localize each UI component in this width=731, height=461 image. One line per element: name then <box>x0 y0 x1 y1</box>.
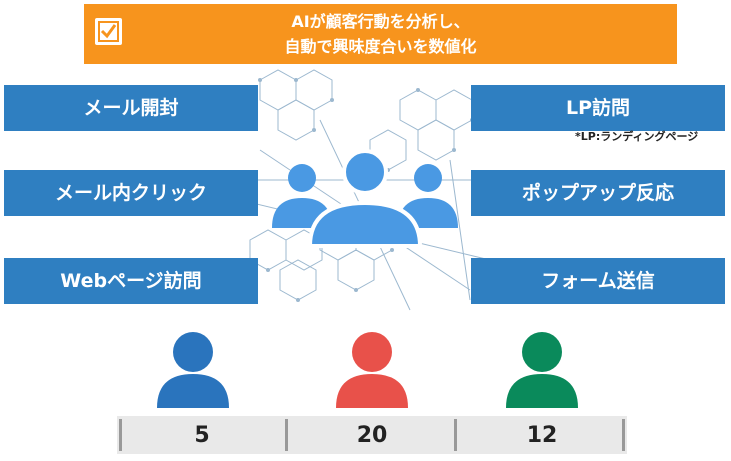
banner-line-1: AIが顧客行動を分析し、 <box>291 12 470 31</box>
action-box-form-submit: フォーム送信 <box>471 258 725 304</box>
person-icon-green <box>506 332 578 408</box>
separator <box>285 419 288 451</box>
action-box-popup: ポップアップ反応 <box>471 170 725 216</box>
separator <box>119 419 122 451</box>
action-label: メール開封 <box>83 97 179 119</box>
action-box-web-visit: Webページ訪問 <box>4 258 258 304</box>
action-label: フォーム送信 <box>541 270 655 292</box>
score-red: 20 <box>356 423 388 448</box>
banner-line-2: 自動で興味度合いを数値化 <box>284 37 477 56</box>
header-banner: AIが顧客行動を分析し、 自動で興味度合いを数値化 <box>84 4 677 64</box>
person-icon-blue <box>157 332 229 408</box>
action-box-mail-open: メール開封 <box>4 85 258 131</box>
separator <box>454 419 457 451</box>
action-label: ポップアップ反応 <box>521 182 674 204</box>
score-bar: 5 20 12 <box>117 416 627 454</box>
action-label: メール内クリック <box>54 182 207 204</box>
person-icon-red <box>336 332 408 408</box>
checkbox-icon <box>95 18 122 45</box>
people-group-icon <box>272 149 458 248</box>
action-box-lp-visit: LP訪問 <box>471 85 725 131</box>
score-blue: 5 <box>194 423 210 448</box>
action-box-mail-click: メール内クリック <box>4 170 258 216</box>
separator <box>622 419 625 451</box>
lp-footnote: *LP:ランディングページ <box>575 130 699 143</box>
score-green: 12 <box>526 423 558 448</box>
action-label: Webページ訪問 <box>60 270 202 292</box>
action-label: LP訪問 <box>565 97 631 119</box>
